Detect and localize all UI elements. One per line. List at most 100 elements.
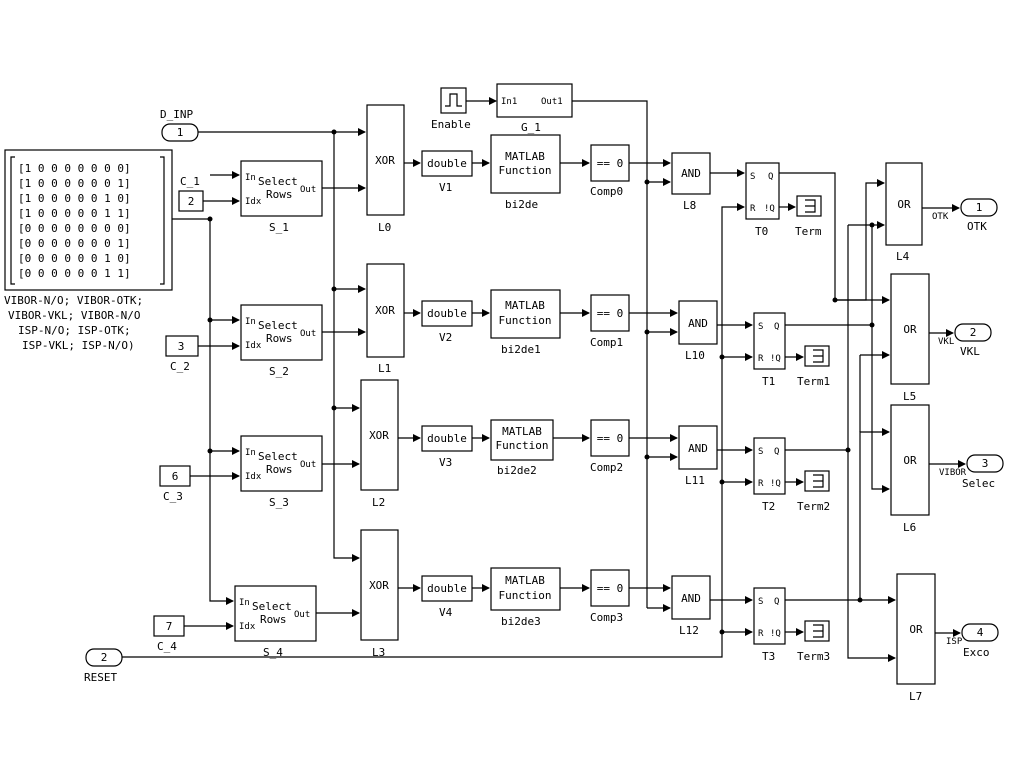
and-l8[interactable]: AND L8 — [671, 152, 711, 212]
select-rows-s4[interactable]: In Idx Select Rows Out S_4 — [234, 585, 317, 659]
terminator-term[interactable]: Term — [795, 195, 822, 238]
matrix-row: [1 0 0 0 0 0 1 1] — [18, 207, 131, 220]
matlab-fcn-bi2de3[interactable]: MATLAB Function bi2de3 — [490, 567, 561, 628]
svg-text:S: S — [758, 597, 763, 607]
svg-text:MATLAB: MATLAB — [505, 574, 545, 587]
or-l4[interactable]: OR L4 — [885, 162, 923, 263]
matlab-fcn-bi2de[interactable]: MATLAB Function bi2de — [490, 134, 561, 211]
svg-text:Function: Function — [499, 164, 552, 177]
subsystem-g1[interactable]: In1 Out1 G_1 — [496, 83, 573, 134]
svg-text:double: double — [427, 432, 467, 445]
compare-comp3[interactable]: == 0 Comp3 — [590, 569, 630, 624]
outport-select[interactable]: 3 VIBOR Selec — [939, 454, 1004, 490]
svg-text:Select: Select — [252, 600, 292, 613]
matrix-constant[interactable]: [1 0 0 0 0 0 0 0] [1 0 0 0 0 0 0 1] [1 0… — [4, 149, 173, 291]
convert-double-v2[interactable]: double V2 — [421, 300, 473, 344]
svg-text:Out: Out — [300, 460, 316, 470]
svg-text:Term3: Term3 — [797, 650, 830, 663]
svg-text:Exco: Exco — [963, 646, 990, 659]
xor-l2[interactable]: XOR L2 — [360, 379, 399, 509]
svg-text:Idx: Idx — [239, 622, 256, 632]
svg-text:XOR: XOR — [375, 154, 395, 167]
svg-text:1: 1 — [177, 126, 184, 139]
svg-text:== 0: == 0 — [597, 432, 624, 445]
outport-vkl[interactable]: 2 VKL VKL — [938, 323, 992, 358]
enable-pulse-block[interactable]: Enable — [431, 87, 471, 131]
inport-reset[interactable]: 2 RESET — [84, 648, 123, 684]
xor-l1[interactable]: XOR L1 — [366, 263, 405, 375]
svg-text:MATLAB: MATLAB — [505, 150, 545, 163]
svg-text:Term: Term — [795, 225, 822, 238]
terminator-term3[interactable]: Term3 — [797, 620, 830, 663]
inport-d-inp[interactable]: 1 D_INP — [160, 108, 199, 142]
matlab-fcn-bi2de2[interactable]: MATLAB Function bi2de2 — [490, 419, 554, 477]
svg-text:== 0: == 0 — [597, 157, 624, 170]
svg-text:G_1: G_1 — [521, 121, 541, 134]
or-l6[interactable]: OR L6 — [890, 404, 930, 534]
svg-text:1: 1 — [976, 201, 983, 214]
svg-text:L11: L11 — [685, 474, 705, 487]
outport-otk[interactable]: 1 OTK OTK — [932, 198, 998, 233]
svg-text:6: 6 — [172, 470, 179, 483]
svg-text:Select: Select — [258, 175, 298, 188]
terminator-term2[interactable]: Term2 — [797, 470, 830, 513]
svg-text:T0: T0 — [755, 225, 768, 238]
svg-text:Select: Select — [258, 450, 298, 463]
svg-text:S_4: S_4 — [263, 646, 283, 659]
matlab-fcn-bi2de1[interactable]: MATLAB Function bi2de1 — [490, 289, 561, 356]
svg-text:AND: AND — [681, 592, 701, 605]
svg-text:bi2de1: bi2de1 — [501, 343, 541, 356]
constant-c1[interactable]: 2 C_1 — [178, 175, 204, 212]
svg-text:S: S — [750, 172, 755, 182]
and-l10[interactable]: AND L10 — [678, 300, 718, 362]
flipflop-t2[interactable]: S Q R !Q T2 — [753, 437, 786, 513]
svg-text:OR: OR — [909, 623, 923, 636]
compare-comp1[interactable]: == 0 Comp1 — [590, 294, 630, 349]
or-l5[interactable]: OR L5 — [890, 273, 930, 403]
svg-text:Out: Out — [300, 329, 316, 339]
svg-text:!Q: !Q — [770, 479, 781, 489]
flipflop-t3[interactable]: S Q R !Q T3 — [753, 587, 786, 663]
svg-text:S_2: S_2 — [269, 365, 289, 378]
svg-text:bi2de: bi2de — [505, 198, 538, 211]
select-rows-s2[interactable]: In Idx Select Rows Out S_2 — [240, 304, 323, 378]
convert-double-v3[interactable]: double V3 — [421, 425, 473, 469]
and-l12[interactable]: AND L12 — [671, 575, 711, 637]
svg-text:V2: V2 — [439, 331, 452, 344]
svg-text:V3: V3 — [439, 456, 452, 469]
constant-c3[interactable]: 6 C_3 — [159, 465, 191, 503]
select-rows-s1[interactable]: In Idx Select Rows Out S_1 — [240, 160, 323, 234]
constant-c2[interactable]: 3 C_2 — [165, 335, 199, 373]
svg-text:double: double — [427, 582, 467, 595]
constant-c4[interactable]: 7 C_4 — [153, 615, 185, 653]
svg-text:AND: AND — [688, 317, 708, 330]
svg-text:Out: Out — [294, 610, 310, 620]
svg-text:double: double — [427, 307, 467, 320]
compare-comp0[interactable]: == 0 Comp0 — [590, 144, 630, 198]
svg-text:L10: L10 — [685, 349, 705, 362]
xor-l0[interactable]: XOR L0 — [366, 104, 405, 234]
convert-double-v1[interactable]: double V1 — [421, 150, 473, 194]
convert-double-v4[interactable]: double V4 — [421, 575, 473, 619]
svg-text:L2: L2 — [372, 496, 385, 509]
svg-text:AND: AND — [688, 442, 708, 455]
or-l7[interactable]: OR L7 — [896, 573, 936, 703]
svg-text:In: In — [245, 448, 256, 458]
xor-l3[interactable]: XOR L3 — [360, 529, 399, 659]
svg-text:== 0: == 0 — [597, 307, 624, 320]
and-l11[interactable]: AND L11 — [678, 425, 718, 487]
pulse-icon — [445, 93, 462, 107]
compare-comp2[interactable]: == 0 Comp2 — [590, 419, 630, 474]
svg-text:MATLAB: MATLAB — [502, 425, 542, 438]
select-rows-s3[interactable]: In Idx Select Rows Out S_3 — [240, 435, 323, 509]
flipflop-t1[interactable]: S Q R !Q T1 — [753, 312, 786, 388]
svg-text:Function: Function — [499, 314, 552, 327]
svg-text:3: 3 — [178, 340, 185, 353]
svg-text:VKL: VKL — [938, 337, 954, 347]
svg-text:Comp2: Comp2 — [590, 461, 623, 474]
svg-text:RESET: RESET — [84, 671, 117, 684]
terminator-term1[interactable]: Term1 — [797, 345, 830, 388]
flipflop-t0[interactable]: S Q R !Q T0 — [745, 162, 780, 238]
outport-exco[interactable]: 4 ISP Exco — [946, 623, 999, 659]
